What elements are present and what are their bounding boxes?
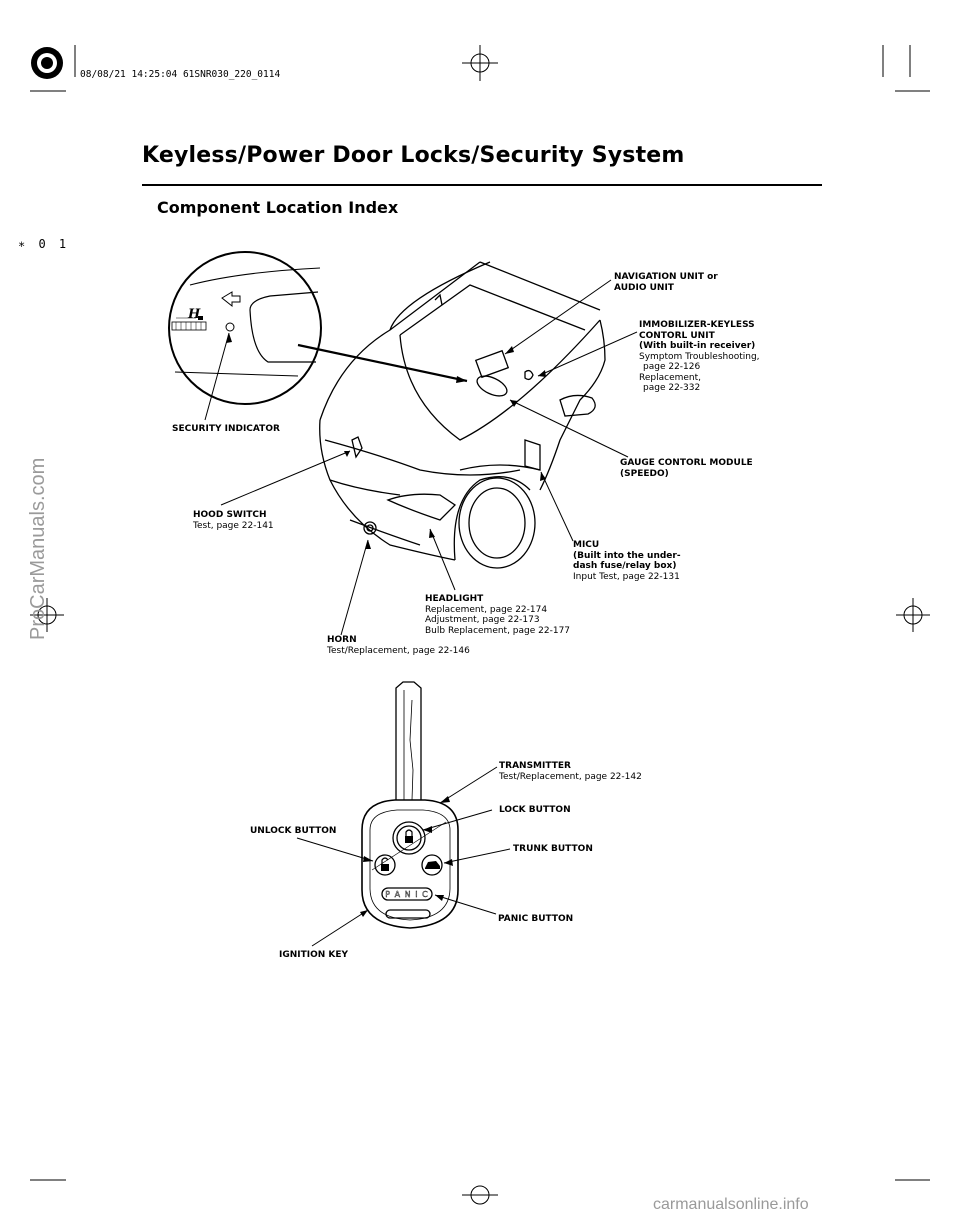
trunk-button-icon	[425, 861, 440, 869]
callout-hood-switch: HOOD SWITCH Test, page 22-141	[193, 510, 274, 531]
callout-name: AUDIO UNIT	[614, 282, 674, 293]
watermark-carmanualsonline: carmanualsonline.info	[653, 1196, 809, 1213]
callout-name: IMMOBILIZER-KEYLESS	[639, 320, 755, 330]
callout-name: SECURITY INDICATOR	[172, 424, 280, 434]
car-illustration	[319, 261, 606, 569]
callout-name: (SPEEDO)	[620, 468, 669, 479]
callout-ref: Test/Replacement, page 22-146	[327, 645, 470, 656]
callout-leaders	[204, 279, 638, 947]
callout-ref: Input Test, page 22-131	[573, 571, 680, 582]
callout-immobilizer-unit: IMMOBILIZER-KEYLESS CONTORL UNIT (With b…	[639, 320, 760, 394]
security-indicator-detail	[168, 251, 322, 405]
callout-name: TRANSMITTER	[499, 761, 571, 771]
callout-arrowheads	[226, 333, 546, 917]
callout-name: TRUNK BUTTON	[513, 844, 593, 854]
callout-panic-button: PANIC BUTTON	[498, 914, 573, 925]
callout-ref: page 22-126	[643, 362, 701, 372]
page-title: Keyless/Power Door Locks/Security System	[142, 143, 685, 168]
callout-name: LOCK BUTTON	[499, 805, 571, 815]
callout-ref: Replacement, page 22-174	[425, 604, 548, 615]
registration-marks	[30, 45, 930, 1205]
callout-lock-button: LOCK BUTTON	[499, 805, 571, 816]
panic-key-text: P A N I C	[385, 890, 428, 899]
callout-name: IGNITION KEY	[279, 950, 349, 960]
callout-unlock-button: UNLOCK BUTTON	[250, 826, 336, 837]
title-rule	[142, 184, 822, 186]
callout-ignition-key: IGNITION KEY	[279, 950, 348, 961]
callout-name: NAVIGATION UNIT or	[614, 272, 718, 282]
callout-ref: Adjustment, page 22-173	[425, 615, 540, 625]
callout-name: (Built into the under-	[573, 550, 681, 561]
badge-letter: H	[187, 307, 201, 322]
callout-security-indicator: SECURITY INDICATOR	[172, 424, 280, 435]
callout-horn: HORN Test/Replacement, page 22-146	[327, 635, 470, 656]
callout-ref: Test/Replacement, page 22-142	[499, 771, 642, 782]
transmitter-key-illustration	[361, 681, 459, 929]
callout-ref: page 22-332	[643, 383, 701, 393]
page-mark: ∗ 0 1	[18, 237, 70, 251]
callout-name: HOOD SWITCH	[193, 510, 267, 520]
callout-ref: Test, page 22-141	[193, 520, 274, 531]
callout-name: HEADLIGHT	[425, 594, 484, 604]
callout-name: (With built-in receiver)	[639, 341, 756, 351]
print-stamp: 08/08/21 14:25:04 61SNR030_220_0114	[80, 69, 281, 80]
callout-name: UNLOCK BUTTON	[250, 826, 337, 836]
callout-ref: Bulb Replacement, page 22-177	[425, 625, 571, 636]
callout-micu: MICU (Built into the under- dash fuse/re…	[573, 540, 681, 582]
callout-ref: Replacement,	[639, 372, 701, 383]
callout-name: CONTORL UNIT	[639, 330, 715, 341]
callout-name: PANIC BUTTON	[498, 914, 574, 924]
callout-navigation-unit: NAVIGATION UNIT or AUDIO UNIT	[614, 272, 718, 293]
callout-headlight: HEADLIGHT Replacement, page 22-174 Adjus…	[425, 594, 570, 636]
callout-name: HORN	[327, 635, 357, 645]
callout-transmitter: TRANSMITTER Test/Replacement, page 22-14…	[499, 761, 642, 782]
page-subtitle: Component Location Index	[157, 198, 399, 217]
unlock-button-icon	[381, 857, 389, 871]
callout-name: MICU	[573, 540, 600, 550]
callout-gauge-module: GAUGE CONTORL MODULE (SPEEDO)	[620, 458, 753, 479]
callout-ref: Symptom Troubleshooting,	[639, 351, 760, 362]
registration-target-icon	[31, 47, 63, 79]
watermark-procarmanuals: ProCarManuals.com	[27, 457, 49, 640]
callout-name: dash fuse/relay box)	[573, 561, 677, 571]
lock-button-icon	[405, 829, 413, 843]
callout-trunk-button: TRUNK BUTTON	[513, 844, 593, 855]
callout-name: GAUGE CONTORL MODULE	[620, 458, 753, 468]
